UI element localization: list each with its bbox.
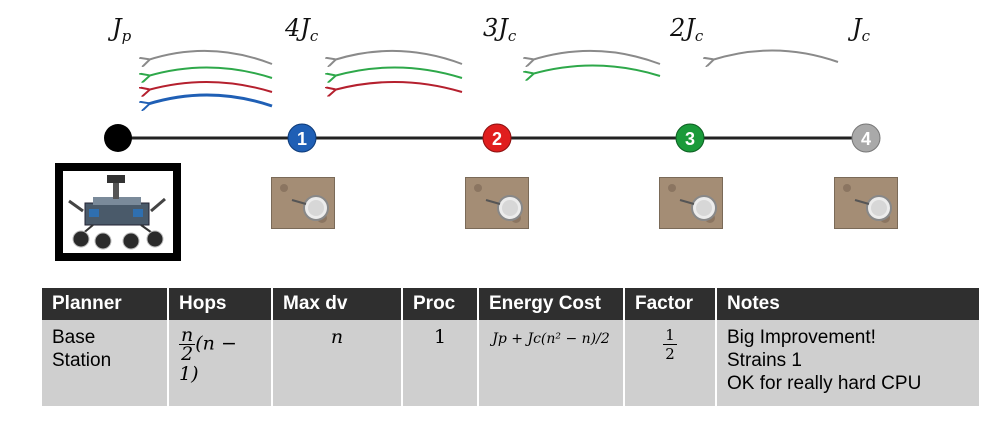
planner-line-2: Station — [52, 350, 112, 371]
node-1 — [287, 123, 317, 153]
cost-label-node-3: 2Jc — [670, 14, 704, 45]
energy-cost-value: Jp + Jc(n² − n)/2 — [492, 331, 610, 347]
arrow-green-to-node-1 — [334, 66, 463, 78]
table-row: Base Station n 2 (n − 1) n 1 Jp + Jc(n² … — [42, 320, 979, 406]
node-1-label: 1 — [297, 129, 307, 149]
hops-fraction: n 2 — [179, 324, 196, 365]
arrow-gray-to-node-2 — [532, 49, 661, 64]
header-energy-cost: Energy Cost — [478, 288, 625, 320]
cost-label-node-2: 3Jc — [483, 14, 517, 45]
cell-notes: Big Improvement! Strains 1 OK for really… — [716, 320, 979, 406]
arrow-gray-to-node-1 — [334, 49, 463, 64]
header-planner: Planner — [42, 288, 169, 320]
note-line-3: OK for really hard CPU — [727, 373, 922, 394]
cell-hops: n 2 (n − 1) — [168, 320, 273, 406]
sensor-icon — [272, 178, 334, 228]
factor-numerator: 1 — [663, 326, 677, 345]
node-3-label: 3 — [685, 129, 695, 149]
rover-icon — [68, 175, 166, 250]
hops-rest: (n − 1) — [179, 332, 237, 385]
node-3 — [675, 123, 705, 153]
arrow-red-to-base — [148, 81, 273, 92]
header-factor: Factor — [624, 288, 717, 320]
header-max-dv: Max dv — [272, 288, 403, 320]
factor-denominator: 2 — [665, 345, 675, 363]
cell-proc: 1 — [402, 320, 479, 406]
base-station-image — [55, 163, 181, 261]
cost-label-node-4: Jc — [852, 14, 871, 45]
relay-diagram: Jp 4Jc 3Jc 2Jc Jc — [55, 14, 898, 261]
arrow-green-to-base — [148, 66, 273, 78]
factor-fraction: 1 2 — [663, 326, 677, 363]
cost-label-base: Jp — [112, 14, 132, 45]
table-header-row: Planner Hops Max dv Proc Energy Cost Fac… — [42, 288, 979, 320]
header-notes: Notes — [716, 288, 979, 320]
arrow-gray-to-base — [148, 49, 273, 64]
node-2-label: 2 — [492, 129, 502, 149]
sensor-image-1 — [271, 177, 335, 229]
cell-max-dv: n — [272, 320, 403, 406]
header-hops: Hops — [168, 288, 273, 320]
base-station-node — [104, 124, 132, 152]
arrow-gray-to-node-3 — [712, 49, 839, 62]
cell-factor: 1 2 — [624, 320, 717, 406]
header-proc: Proc — [402, 288, 479, 320]
arrow-green-to-node-2 — [532, 64, 661, 76]
planner-table: Planner Hops Max dv Proc Energy Cost Fac… — [42, 288, 979, 406]
sensor-image-3 — [659, 177, 723, 229]
arrow-blue-to-base — [148, 93, 273, 106]
sensor-icon — [660, 178, 722, 228]
node-4-label: 4 — [861, 129, 871, 149]
planner-line-1: Base — [52, 327, 96, 348]
sensor-icon — [466, 178, 528, 228]
sensor-image-4 — [834, 177, 898, 229]
note-line-1: Big Improvement! — [727, 327, 876, 348]
node-2 — [482, 123, 512, 153]
cost-label-node-1: 4Jc — [285, 14, 319, 45]
sensor-icon — [835, 178, 897, 228]
cell-planner: Base Station — [42, 320, 169, 406]
note-line-2: Strains 1 — [727, 350, 802, 371]
arrow-red-to-node-1 — [334, 81, 463, 92]
hops-denominator: 2 — [181, 343, 194, 365]
proc-value: 1 — [433, 326, 447, 348]
hops-numerator: n — [179, 324, 196, 346]
cell-energy-cost: Jp + Jc(n² − n)/2 — [478, 320, 625, 406]
relay-diagram-graphics: 1 2 3 4 — [104, 49, 881, 153]
max-dv-value: n — [330, 326, 344, 348]
node-4 — [851, 123, 881, 153]
sensor-image-2 — [465, 177, 529, 229]
